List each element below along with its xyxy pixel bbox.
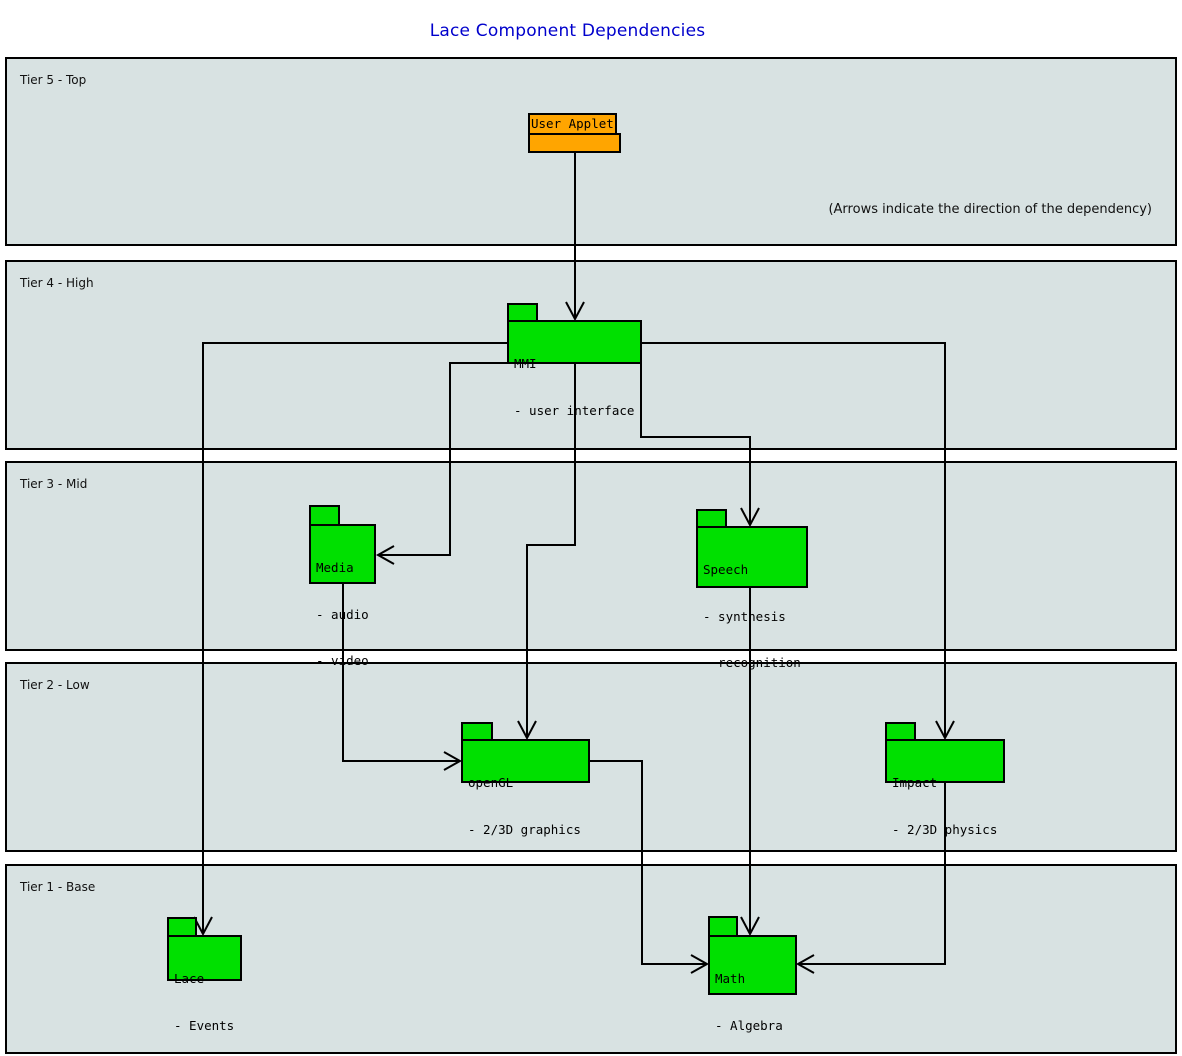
component-mmi-line: - user interface xyxy=(514,402,635,418)
tier-label-4: Tier 4 - High xyxy=(20,276,94,290)
component-impact-tab xyxy=(885,722,916,741)
component-lace-line: - Events xyxy=(174,1017,235,1033)
component-math: Math - Algebra - Geometry xyxy=(708,935,797,1033)
component-speech-title: Speech xyxy=(703,562,749,577)
component-media-line: - video xyxy=(316,653,369,668)
component-speech-line: - synthesis xyxy=(703,608,786,624)
component-lace: Lace - Events xyxy=(167,935,242,1033)
component-impact-line: - 2/3D physics xyxy=(892,821,998,837)
tier-band-4: Tier 4 - High xyxy=(5,260,1177,450)
tier-label-2: Tier 2 - Low xyxy=(20,678,90,692)
component-media: Media - audio - video xyxy=(309,524,376,668)
component-opengl: openGL - 2/3D graphics xyxy=(461,739,590,837)
component-opengl-line: - 2/3D graphics xyxy=(468,821,581,837)
tier-label-3: Tier 3 - Mid xyxy=(20,477,88,491)
dependency-note: (Arrows indicate the direction of the de… xyxy=(828,202,1152,217)
component-speech: Speech - synthesis - recognition xyxy=(696,526,808,670)
component-user-applet-title: User Applet xyxy=(528,113,617,135)
component-mmi: MMI - user interface xyxy=(507,320,642,418)
tier-band-3: Tier 3 - Mid xyxy=(5,461,1177,651)
page-title: Lace Component Dependencies xyxy=(429,21,706,41)
component-math-title: Math xyxy=(715,971,746,986)
component-lace-title: Lace xyxy=(174,971,205,986)
component-media-tab xyxy=(309,505,340,526)
component-media-title: Media xyxy=(316,560,354,575)
component-media-line: - audio xyxy=(316,606,369,622)
tier-label-5: Tier 5 - Top xyxy=(20,73,87,87)
component-user-applet-body xyxy=(528,133,621,153)
component-opengl-title: openGL xyxy=(468,775,514,790)
component-math-line: - Algebra xyxy=(715,1017,783,1033)
tier-label-1: Tier 1 - Base xyxy=(20,880,96,894)
component-opengl-tab xyxy=(461,722,493,741)
component-mmi-tab xyxy=(507,303,538,322)
component-mmi-title: MMI xyxy=(514,356,537,371)
component-lace-tab xyxy=(167,917,197,937)
component-impact: Impact - 2/3D physics xyxy=(885,739,1005,837)
component-impact-title: Impact xyxy=(892,775,938,790)
component-speech-tab xyxy=(696,509,727,528)
component-math-tab xyxy=(708,916,738,937)
component-speech-line: - recognition xyxy=(703,655,801,670)
